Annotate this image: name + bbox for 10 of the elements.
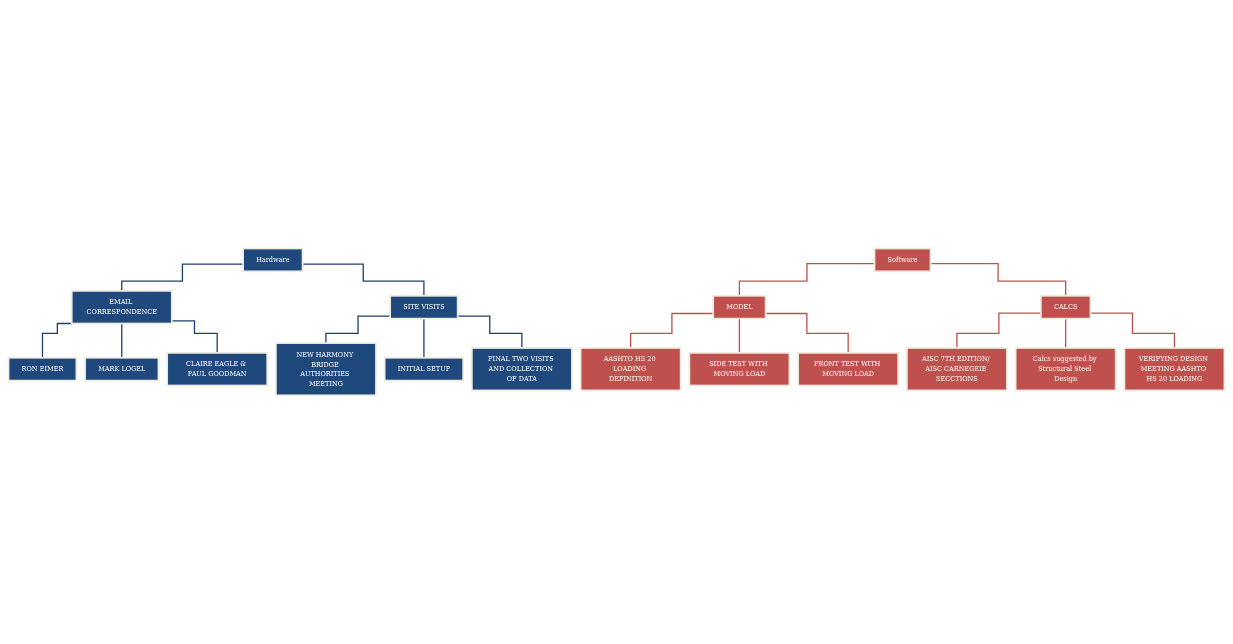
connector — [325, 315, 391, 344]
connector — [457, 315, 523, 349]
connector — [121, 263, 244, 292]
connector — [1065, 318, 1067, 349]
connector — [630, 312, 714, 349]
connector — [41, 322, 73, 359]
connector — [738, 318, 741, 354]
connector — [423, 318, 425, 359]
connector — [171, 320, 218, 354]
connector — [121, 322, 123, 359]
